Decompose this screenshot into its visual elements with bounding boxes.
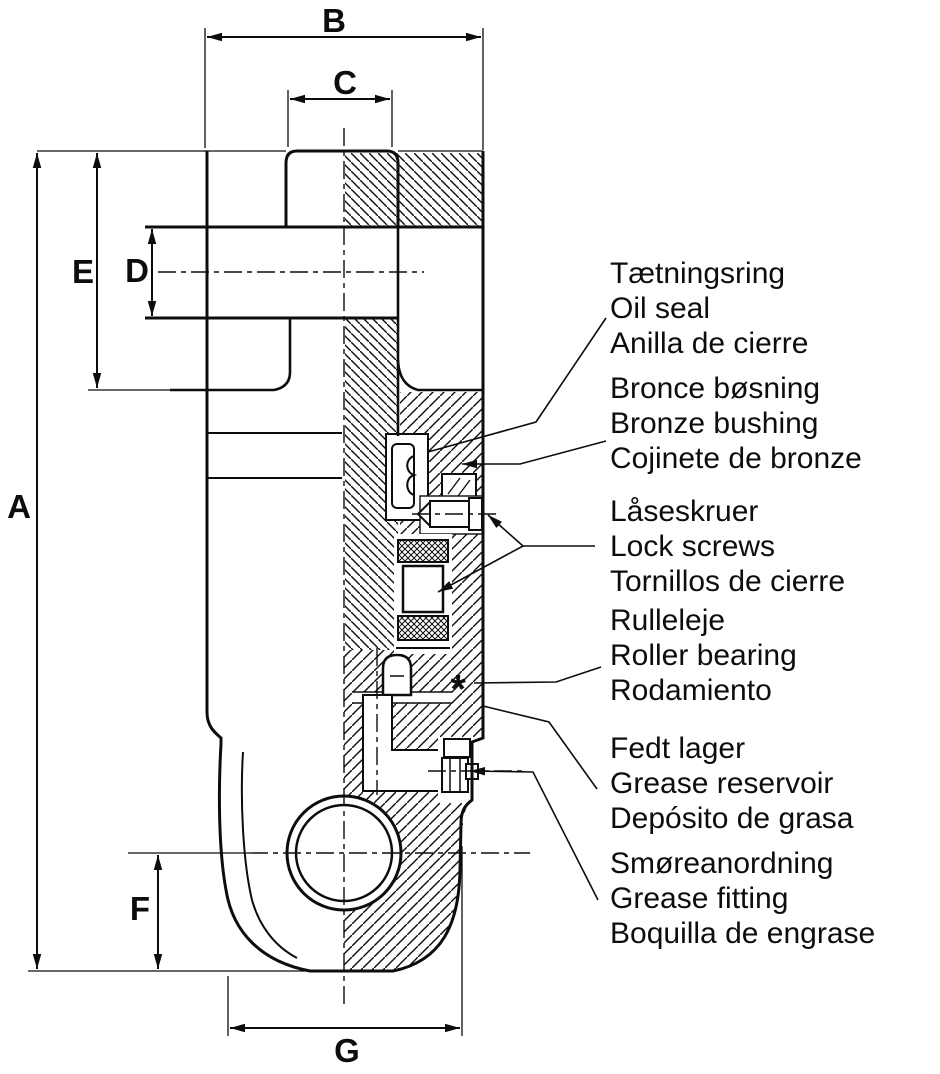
dimension-label-d: D xyxy=(125,252,149,289)
callout-line: Fedt lager xyxy=(610,732,746,765)
callout-line: Tornillos de cierre xyxy=(610,565,846,598)
callout-line: Lock screws xyxy=(610,530,776,563)
callout-line: Depósito de grasa xyxy=(610,802,854,835)
leader-lock-screw-1 xyxy=(487,514,524,547)
leader-lock-screw-2 xyxy=(437,545,524,593)
callout-line: Bronze bushing xyxy=(610,407,819,440)
bearing-inner-race xyxy=(397,615,449,641)
callout-line: Anilla de cierre xyxy=(610,327,809,360)
leader-oil-seal xyxy=(427,317,607,453)
callout-line: Roller bearing xyxy=(610,639,797,672)
callout-line: Bronce bøsning xyxy=(610,372,821,405)
retainer-gap xyxy=(352,692,452,703)
callout-lock-screws: Låseskruer Lock screws Tornillos de cier… xyxy=(610,494,845,599)
leader-lines xyxy=(427,317,607,901)
dimension-label-g: G xyxy=(334,1032,360,1069)
dimension-lines xyxy=(32,32,481,1033)
lock-screw-upper-hatch xyxy=(447,477,471,497)
callout-grease-fitting: Smøreanordning Grease fitting Boquilla d… xyxy=(610,846,875,951)
callout-roller-bearing: Rulleleje Roller bearing Rodamiento xyxy=(610,603,797,708)
dimension-label-a: A xyxy=(7,488,31,525)
hatch-spindle-head xyxy=(345,153,483,227)
extension-lines xyxy=(28,28,484,1036)
callout-line: Grease reservoir xyxy=(610,767,834,800)
leader-grease-reservoir xyxy=(482,705,598,790)
asterisk-marker: * xyxy=(450,667,466,712)
dimension-label-b: B xyxy=(322,2,346,39)
leader-roller-bearing xyxy=(473,666,602,684)
dimension-label-f: F xyxy=(129,890,151,927)
callout-line: Boquilla de engrase xyxy=(610,917,876,950)
oil-seal-lip xyxy=(406,455,418,496)
callout-line: Rulleleje xyxy=(610,604,726,637)
callout-line: Oil seal xyxy=(610,292,711,325)
grease-fitting-hex xyxy=(441,757,469,793)
callout-line: Låseskruer xyxy=(610,495,759,528)
grease-fitting-flange xyxy=(443,738,471,758)
eye-inner-contour xyxy=(240,751,298,959)
callout-grease-reservoir: Fedt lager Grease reservoir Depósito de … xyxy=(610,731,854,836)
leader-grease-fitting xyxy=(469,766,599,901)
spindle-cap xyxy=(284,149,400,227)
callout-line: Smøreanordning xyxy=(610,847,834,880)
callout-bronze-bushing: Bronce bøsning Bronze bushing Cojinete d… xyxy=(610,371,862,476)
leader-bronze-bushing xyxy=(462,440,607,469)
housing-outline xyxy=(205,151,485,973)
left-shoulder xyxy=(170,318,292,392)
callout-line: Tætningsring xyxy=(610,257,786,290)
callout-oil-seal: Tætningsring Oil seal Anilla de cierre xyxy=(610,256,808,361)
callout-line: Grease fitting xyxy=(610,882,789,915)
right-shoulder xyxy=(396,359,483,392)
dimension-label-c: C xyxy=(333,64,357,101)
callout-line: Cojinete de bronze xyxy=(610,442,862,475)
dimension-label-e: E xyxy=(71,253,95,290)
bearing-outer-race xyxy=(397,539,449,563)
bearing-roller xyxy=(401,564,445,614)
lock-pin xyxy=(381,653,413,697)
part-outline xyxy=(145,149,485,973)
components xyxy=(352,433,484,803)
callout-line: Rodamiento xyxy=(610,674,772,707)
